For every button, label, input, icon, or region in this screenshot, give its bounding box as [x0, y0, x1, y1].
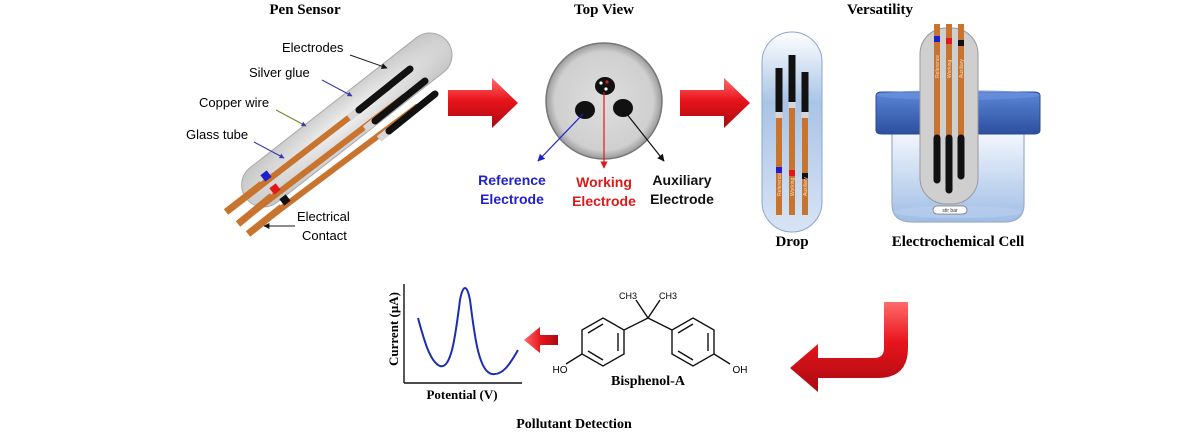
- label-auxiliary-1: Auxiliary: [652, 172, 711, 188]
- working-contact-mark: [269, 183, 281, 195]
- reference-contact-mark: [260, 170, 272, 182]
- methyl-right: CH3: [659, 291, 677, 301]
- hydroxyl-right: OH: [733, 365, 748, 376]
- pointer-silver-glue: [321, 79, 353, 97]
- top-view-illustration: [537, 42, 665, 169]
- drop-illustration: Reference Working Auxiliary: [761, 31, 823, 233]
- label-reference-2: Electrode: [480, 191, 544, 207]
- voltammogram-ylabel: Current (μA): [386, 292, 401, 366]
- pointer-glass-tube: [253, 141, 285, 159]
- pen-sensor-labels: Electrodes Silver glue Copper wire Glass…: [186, 40, 388, 243]
- bisphenol-a-name: Bisphenol-A: [611, 374, 686, 389]
- label-working-2: Electrode: [572, 193, 636, 209]
- versatility-title: Versatility: [847, 2, 914, 18]
- label-electrical-contact-1: Electrical: [297, 209, 350, 224]
- cell-strip-label-auxiliary: Auxiliary: [959, 59, 965, 78]
- flow-arrow-1: [448, 78, 518, 128]
- label-electrical-contact-2: Contact: [302, 228, 347, 243]
- label-reference-1: Reference: [478, 172, 546, 188]
- drop-label: Drop: [775, 234, 808, 250]
- auxiliary-contact-mark: [279, 194, 291, 206]
- pointer-auxiliary: [625, 112, 665, 162]
- bisphenol-a-text: CH3 CH3 HO OH Bisphenol-A: [553, 291, 748, 389]
- pollutant-detection-title: Pollutant Detection: [516, 417, 632, 432]
- hydroxyl-left: HO: [553, 365, 568, 376]
- electrochemical-cell-illustration: Reference Working Auxiliary stir bar: [875, 24, 1041, 223]
- voltammogram-curve: [417, 287, 519, 376]
- bisphenol-a-structure: [565, 299, 731, 367]
- flow-arrow-small: [524, 327, 558, 353]
- label-working-1: Working: [576, 174, 632, 190]
- label-auxiliary-2: Electrode: [650, 191, 714, 207]
- drop-strip-label-working: Working: [790, 178, 796, 196]
- voltammogram-xlabel: Potential (V): [426, 387, 497, 402]
- top-view-auxiliary-electrode: [613, 99, 633, 117]
- pointer-electrodes: [349, 54, 388, 70]
- stir-bar: [932, 205, 968, 215]
- voltammogram: Current (μA) Potential (V): [386, 284, 522, 402]
- label-glass-tube: Glass tube: [186, 127, 248, 142]
- label-silver-glue: Silver glue: [249, 65, 310, 80]
- pointer-copper-wire: [275, 109, 307, 127]
- cell-strip-label-reference: Reference: [935, 55, 941, 78]
- top-view-labels: Reference Electrode Working Electrode Au…: [478, 172, 714, 209]
- electrochemical-cell-label: Electrochemical Cell: [892, 234, 1025, 250]
- pen-sensor-title: Pen Sensor: [269, 2, 341, 18]
- label-copper-wire: Copper wire: [199, 95, 269, 110]
- drop-strip-label-auxiliary: Auxiliary: [803, 177, 809, 196]
- drop-strip-label-reference: Reference: [777, 173, 783, 196]
- top-view-title: Top View: [574, 2, 634, 18]
- flow-arrow-curved: [790, 302, 908, 392]
- methyl-left: CH3: [619, 291, 637, 301]
- flow-arrow-2: [680, 78, 750, 128]
- top-view-working-electrode: [595, 77, 615, 95]
- cell-strip-label-working: Working: [947, 60, 953, 78]
- pen-sensor-illustration: [223, 32, 453, 237]
- electrodes: [355, 65, 439, 135]
- pointer-reference: [537, 113, 584, 162]
- stir-bar-label: stir bar: [942, 208, 958, 214]
- top-view-reference-electrode: [575, 101, 595, 119]
- label-electrodes: Electrodes: [282, 40, 344, 55]
